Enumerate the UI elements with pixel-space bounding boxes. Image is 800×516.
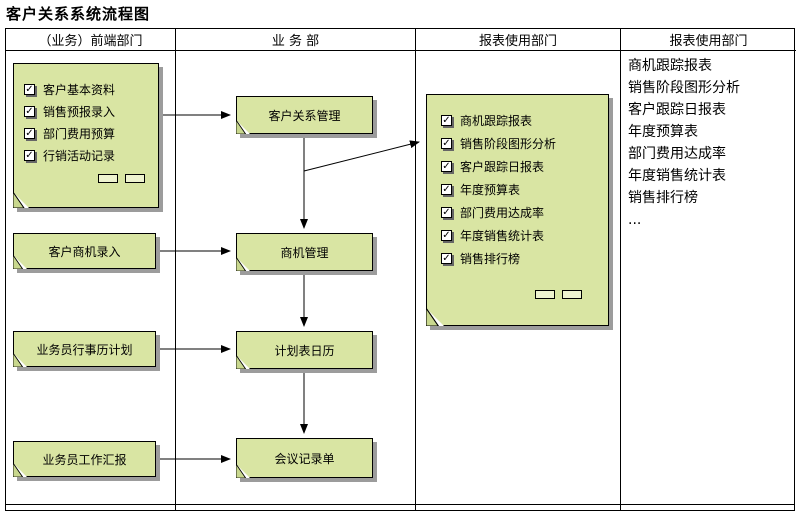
node-label: 计划表日历: [274, 343, 335, 358]
report-item-label: 客户跟踪日报表: [460, 160, 545, 174]
entry-item-row: ✓ 客户基本资料: [24, 78, 158, 100]
node-label: 业务员工作汇报: [42, 452, 127, 467]
folded-corner-icon: [426, 308, 444, 326]
report-list-item: 销售阶段图形分析: [628, 80, 740, 96]
report-item-label: 年度预算表: [460, 183, 521, 197]
flowchart-table: （业务）前端部门 业 务 部 报表使用部门 报表使用部门: [5, 28, 796, 511]
lane-business: 业 务 部: [176, 29, 416, 510]
note-button-group: [98, 174, 145, 183]
lane-title-frontend: （业务）前端部门: [38, 34, 143, 49]
checkbox-icon[interactable]: ✓: [441, 230, 452, 241]
report-list-item: 销售排行榜: [628, 190, 698, 206]
report-list-item: 客户跟踪日报表: [628, 102, 726, 118]
report-list-item: 年度预算表: [628, 124, 698, 140]
lane-reports-2: 报表使用部门: [621, 29, 796, 510]
report-item-label: 商机跟踪报表: [460, 114, 533, 128]
lane-title-reports: 报表使用部门: [478, 34, 557, 49]
mini-button[interactable]: [535, 290, 555, 299]
node-customer-opportunity-entry[interactable]: 客户商机录入: [13, 233, 156, 269]
report-list-item: 部门费用达成率: [628, 146, 726, 162]
mini-button[interactable]: [125, 174, 145, 183]
folded-corner-icon: [13, 353, 27, 367]
flow-arrows: [158, 111, 420, 463]
report-item-row: ✓ 年度预算表: [441, 178, 608, 201]
lane-reports: 报表使用部门: [416, 29, 621, 510]
report-list-item: 年度销售统计表: [628, 168, 726, 184]
entry-item-label: 销售预报录入: [43, 104, 116, 119]
report-item-row: ✓ 年度销售统计表: [441, 224, 608, 247]
report-item-row: ✓ 客户跟踪日报表: [441, 155, 608, 178]
note-frontend-entry[interactable]: ✓ 客户基本资料 ✓ 销售预报录入 ✓ 部门费用预算 ✓ 行销活动记录: [13, 63, 159, 208]
mini-button[interactable]: [98, 174, 118, 183]
note-reports[interactable]: ✓ 商机跟踪报表 ✓ 销售阶段图形分析 ✓ 客户跟踪日报表 ✓ 年度预算表 ✓ …: [426, 94, 609, 326]
folded-corner-icon: [13, 192, 29, 208]
node-label: 会议记录单: [274, 451, 335, 466]
node-salesperson-calendar-plan[interactable]: 业务员行事历计划: [13, 331, 156, 367]
report-item-row: ✓ 部门费用达成率: [441, 201, 608, 224]
mini-button[interactable]: [562, 290, 582, 299]
checkbox-icon[interactable]: ✓: [441, 207, 452, 218]
node-label: 客户关系管理: [268, 108, 341, 123]
node-salesperson-work-report[interactable]: 业务员工作汇报: [13, 441, 156, 477]
lane-header-reports-2: 报表使用部门: [621, 29, 796, 51]
lane-header-reports: 报表使用部门: [416, 29, 620, 51]
node-label: 业务员行事历计划: [36, 342, 133, 357]
report-list-item: ...: [628, 212, 642, 228]
checkbox-icon[interactable]: ✓: [24, 149, 35, 161]
checkbox-icon[interactable]: ✓: [24, 83, 35, 95]
report-item-row: ✓ 销售阶段图形分析: [441, 132, 608, 155]
report-item-row: ✓ 商机跟踪报表: [441, 109, 608, 132]
table-footer-strip: [6, 504, 794, 510]
entry-item-row: ✓ 销售预报录入: [24, 100, 158, 122]
entry-item-label: 客户基本资料: [43, 82, 116, 97]
entry-item-label: 行销活动记录: [43, 148, 116, 163]
node-label: 商机管理: [280, 245, 329, 260]
folded-corner-icon: [13, 463, 27, 477]
node-opportunity-management[interactable]: 商机管理: [236, 233, 373, 271]
node-meeting-record[interactable]: 会议记录单: [236, 438, 373, 478]
page-title: 客户关系系统流程图: [6, 5, 151, 23]
checkbox-icon[interactable]: ✓: [24, 127, 35, 139]
node-label: 客户商机录入: [48, 244, 121, 259]
checkbox-icon[interactable]: ✓: [441, 115, 452, 126]
checkbox-icon[interactable]: ✓: [441, 253, 452, 264]
entry-item-row: ✓ 部门费用预算: [24, 122, 158, 144]
lane-header-frontend: （业务）前端部门: [6, 29, 175, 51]
report-list: 商机跟踪报表 销售阶段图形分析 客户跟踪日报表 年度预算表 部门费用达成率 年度…: [628, 55, 792, 231]
node-schedule-calendar[interactable]: 计划表日历: [236, 331, 373, 369]
entry-item-row: ✓ 行销活动记录: [24, 144, 158, 166]
folded-corner-icon: [236, 120, 250, 134]
lane-frontend: （业务）前端部门: [6, 29, 176, 510]
report-item-label: 部门费用达成率: [460, 206, 545, 220]
lane-title-reports-2: 报表使用部门: [669, 34, 748, 49]
report-item-label: 销售阶段图形分析: [460, 137, 557, 151]
report-item-label: 销售排行榜: [460, 252, 521, 266]
folded-corner-icon: [236, 257, 250, 271]
lane-header-business: 业 务 部: [176, 29, 415, 51]
entry-item-label: 部门费用预算: [43, 126, 116, 141]
report-item-row: ✓ 销售排行榜: [441, 247, 608, 270]
checkbox-icon[interactable]: ✓: [24, 105, 35, 117]
checkbox-icon[interactable]: ✓: [441, 138, 452, 149]
note-button-group: [535, 290, 582, 299]
report-item-label: 年度销售统计表: [460, 229, 545, 243]
checkbox-icon[interactable]: ✓: [441, 161, 452, 172]
folded-corner-icon: [13, 255, 27, 269]
checkbox-icon[interactable]: ✓: [441, 184, 452, 195]
arrow-crm-to-reports: [303, 140, 420, 172]
node-crm[interactable]: 客户关系管理: [236, 96, 373, 134]
lane-title-business: 业 务 部: [271, 34, 320, 49]
folded-corner-icon: [236, 464, 250, 478]
report-list-item: 商机跟踪报表: [628, 58, 712, 74]
folded-corner-icon: [236, 355, 250, 369]
